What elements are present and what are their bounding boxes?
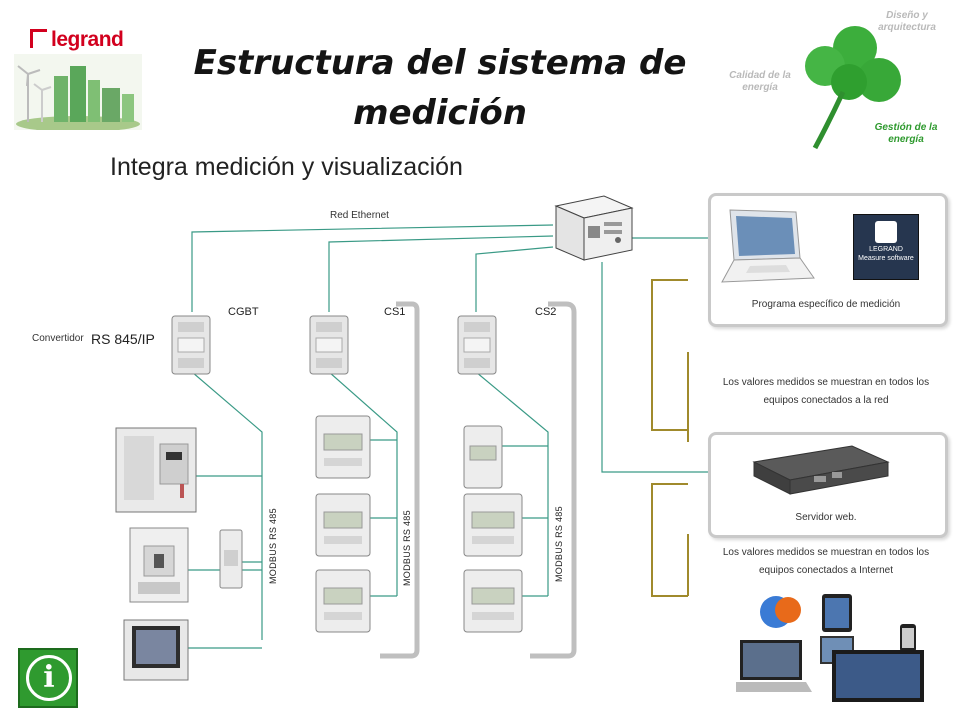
bracket-webserver [651, 483, 688, 597]
converter-cs2 [457, 315, 497, 375]
bus-cs2 [475, 371, 549, 596]
router-icon [554, 195, 634, 261]
meter-cs2-1 [463, 425, 503, 489]
clover-left-label: Calidad de la energía [729, 70, 791, 93]
air-circuit-breaker [115, 427, 197, 513]
meter-cs1-3 [315, 569, 371, 633]
bus-label-cs2: MODBUS RS 485 [554, 506, 564, 582]
bus-label-cs1: MODBUS RS 485 [402, 510, 412, 586]
legrand-mark-icon [30, 29, 47, 48]
ethernet-line-cs1 [328, 235, 554, 312]
clover-top-label: Diseño y arquitectura [878, 10, 936, 33]
converter-cgbt [171, 315, 211, 375]
meter-cs1-2 [315, 493, 371, 557]
meter-cs1-1 [315, 415, 371, 479]
converter-cs1 [309, 315, 349, 375]
ethernet-label: Red Ethernet [330, 210, 389, 221]
page-title: Estructura del sistema de medición [193, 43, 687, 133]
bracket-software [651, 279, 688, 431]
ethernet-line-webserver [601, 262, 712, 473]
converter-label-small: Convertidor [32, 333, 84, 344]
power-analyzer-display [123, 619, 189, 681]
bus-cgbt [191, 371, 263, 640]
info-icon: i [26, 655, 72, 701]
converter-label: RS 845/IP [91, 331, 155, 347]
brand-name: legrand [51, 28, 124, 51]
laptop-icon [721, 209, 815, 283]
info-button[interactable]: i [18, 648, 78, 708]
din-module-cgbt [219, 529, 243, 589]
meter-cs2-2 [463, 493, 523, 557]
column-label-cs1: CS1 [384, 306, 406, 318]
green-buildings-illustration [14, 54, 142, 130]
column-label-cgbt: CGBT [228, 306, 259, 318]
clover-icon [805, 26, 901, 150]
molded-case-breaker [129, 527, 189, 603]
web-server-icon [752, 445, 890, 495]
bus-label-cgbt: MODBUS RS 485 [268, 508, 278, 584]
legrand-logo: legrand [30, 28, 124, 52]
column-label-cs2: CS2 [535, 306, 557, 318]
cs1-column-outline [380, 301, 420, 659]
bus-cs1 [328, 371, 398, 596]
internet-info-text: Los valores medidos se muestran en todos… [722, 547, 930, 576]
meter-cs2-3 [463, 569, 523, 633]
software-badge-text: LEGRAND Measure software [858, 246, 914, 262]
webserver-caption: Servidor web. [795, 512, 857, 523]
software-caption: Programa específico de medición [751, 299, 901, 310]
software-badge: LEGRAND Measure software [853, 214, 919, 280]
internet-devices-illustration [736, 594, 924, 702]
network-info-text: Los valores medidos se muestran en todos… [722, 377, 930, 406]
ethernet-line-cs2 [475, 246, 554, 312]
ethernet-line-cgbt [191, 224, 554, 312]
cs2-column-outline [530, 301, 577, 659]
clover-bottom-label: Gestión de la energía [874, 122, 938, 145]
page-subtitle: Integra medición y visualización [110, 153, 463, 181]
